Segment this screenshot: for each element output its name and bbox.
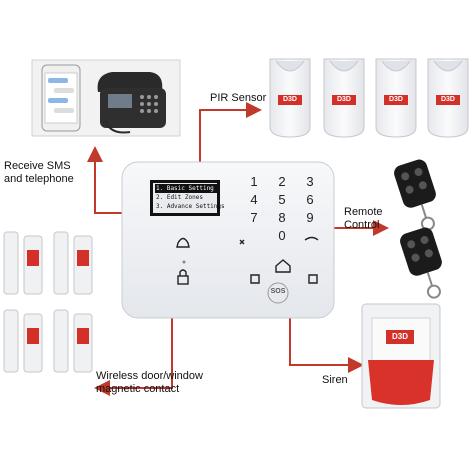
brand-badge: D3D xyxy=(388,96,403,103)
door-contact-icon xyxy=(3,309,43,373)
label-siren: Siren xyxy=(322,374,348,386)
sos-logo xyxy=(267,282,289,304)
brand-badge: D3D xyxy=(282,96,297,103)
keypad-key: 3 xyxy=(306,174,314,189)
lcd-menu-item: 2. Edit Zones xyxy=(156,194,203,201)
label-remote-control: Remote Control xyxy=(344,206,383,231)
pir-sensor-icon xyxy=(269,58,311,138)
brand-badge: D3D xyxy=(440,96,455,103)
keypad-key: 2 xyxy=(278,174,286,189)
smartphone-icon xyxy=(41,64,81,132)
pir-sensor-icon xyxy=(427,58,469,138)
lcd-menu-item: 3. Advance Settings xyxy=(156,203,225,210)
label-wireless-contact: Wireless door/window magnetic contact xyxy=(96,370,203,395)
phone-icon xyxy=(97,72,166,134)
lcd-menu-item: 1. Basic Setting xyxy=(155,184,217,193)
keypad-key: 1 xyxy=(250,174,258,189)
siren-icon xyxy=(361,303,441,409)
arrow-to-sms xyxy=(87,146,122,214)
keypad-key: 7 xyxy=(250,210,258,225)
connector-arrows xyxy=(87,102,389,396)
panel-logo: SOS xyxy=(270,288,286,295)
brand-badge: D3D xyxy=(336,96,351,103)
remote-keyfob-icon xyxy=(394,159,436,231)
pir-sensor-icon xyxy=(375,58,417,138)
arrow-to-siren xyxy=(289,316,364,373)
label-receive-sms: Receive SMS and telephone xyxy=(4,160,74,185)
remote-controls xyxy=(394,159,442,299)
panel-icons xyxy=(176,236,319,285)
door-contact-icon xyxy=(3,231,43,295)
arrow-to-contact xyxy=(94,318,173,396)
keypad-key: 5 xyxy=(278,192,286,207)
keypad-key: 0 xyxy=(278,228,286,243)
lcd-menu: 1. Basic Setting 2. Edit Zones 3. Advanc… xyxy=(155,184,225,211)
sms-telephone-group xyxy=(31,59,181,137)
keypad-key: 9 xyxy=(306,210,314,225)
pir-sensor-icon xyxy=(323,58,365,138)
door-contact-icon xyxy=(53,231,93,295)
keypad: 1 2 3 4 5 6 7 8 9 0 xyxy=(240,174,324,244)
remote-keyfob-icon xyxy=(400,227,442,299)
arrow-to-pir xyxy=(199,102,262,162)
pir-sensors xyxy=(269,58,469,138)
keypad-key: 4 xyxy=(250,192,258,207)
brand-badge: D3D xyxy=(391,332,408,341)
door-contact-icon xyxy=(53,309,93,373)
keypad-key: 6 xyxy=(306,192,314,207)
keypad-key: 8 xyxy=(278,210,286,225)
label-pir-sensor: PIR Sensor xyxy=(210,92,267,104)
door-contacts xyxy=(3,231,93,373)
